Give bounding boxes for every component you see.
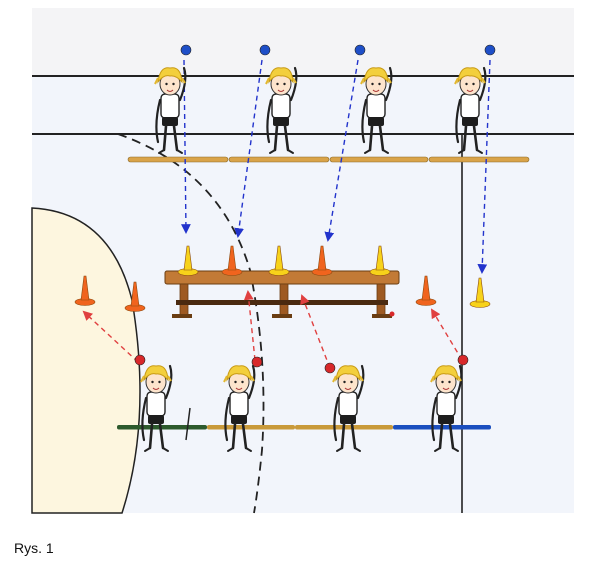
top-player (354, 44, 393, 155)
ball-icon (180, 44, 192, 56)
floor-cone-icon (124, 281, 146, 312)
bottom-player (324, 362, 365, 453)
top-line-bars (127, 156, 530, 163)
ball-icon (134, 354, 146, 366)
top-player (153, 44, 192, 155)
ball-icon (259, 44, 271, 56)
ball-icon (324, 362, 336, 374)
red-pass-arrows (82, 290, 463, 369)
bench-cone-icon (311, 245, 333, 276)
ball-icon (484, 44, 496, 56)
goal-area-zone (31, 207, 141, 514)
ball-icon (354, 44, 366, 56)
floor-cone-icon (469, 277, 491, 308)
bench-cone-icon (268, 245, 290, 276)
bench-cone-icon (177, 245, 199, 276)
bottom-player (429, 354, 469, 453)
free-throw-line (117, 133, 265, 514)
ball-icon (251, 356, 263, 368)
ball-icon (457, 354, 469, 366)
upper-strip (32, 8, 574, 76)
top-player (259, 44, 298, 155)
bottom-player (222, 356, 263, 453)
ball-icon (389, 311, 395, 317)
cones (74, 245, 491, 312)
players (134, 44, 496, 453)
bench-cone-icon (221, 245, 243, 276)
bottom-player (134, 354, 173, 453)
gym-bench (164, 270, 400, 318)
floor-cone-icon (415, 275, 437, 306)
floor-cone-icon (74, 275, 96, 306)
figure-caption: Rys. 1 (14, 540, 54, 556)
training-drill-diagram (31, 8, 574, 514)
bench-cone-icon (369, 245, 391, 276)
top-player (453, 44, 496, 155)
